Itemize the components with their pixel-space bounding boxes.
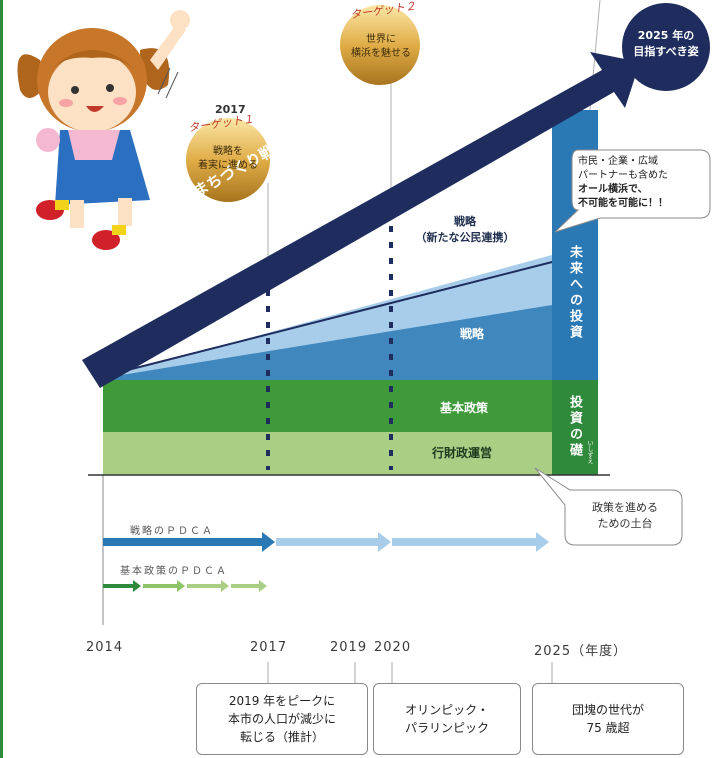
target2-line1: 世界に (366, 34, 396, 45)
callout-foundation-line2: ための土台 (597, 517, 653, 530)
pdca-basic-head-1 (133, 580, 141, 592)
target1-line2: 着実に進める (198, 160, 258, 171)
basic-policy-label: 基本政策 (440, 401, 489, 415)
callout-foundation-text: 政策を進める ための土台 (575, 500, 675, 532)
event-2020-line2: パラリンピック (404, 721, 489, 735)
callout-top-text: 市民・企業・広域 パートナーも含めた オール横浜で、 不可能を可能に！！ (578, 155, 708, 211)
pdca-strategy-head-1 (262, 532, 275, 552)
future-investment-label: 未来への投資 (567, 245, 582, 341)
target1-text: 戦略を 着実に進める (190, 145, 266, 173)
target2-text: 世界に 横浜を魅せる (343, 33, 419, 61)
pdca-basic-arrow-4 (231, 584, 259, 588)
event-2020-line1: オリンピック・ (405, 703, 489, 717)
callout-top-line2: パートナーも含めた (578, 170, 668, 181)
goal-circle (622, 3, 710, 91)
admin-finance-band (103, 432, 598, 475)
year-2014: 2014 (86, 640, 124, 655)
year-2020: 2020 (374, 640, 412, 655)
main-strategy-arrow (82, 52, 640, 388)
pdca-strategy-arrow-1 (103, 538, 263, 546)
left-green-border (0, 0, 3, 758)
girl-illustration (17, 10, 190, 250)
strategy-new-label: 戦略 （新たな公民連携） (410, 214, 520, 246)
basic-policy-band (103, 380, 598, 432)
event-2020-box: オリンピック・ パラリンピック (373, 683, 521, 755)
callout-top-line1: 市民・企業・広域 (578, 156, 658, 167)
pdca-strategy-head-3 (536, 532, 549, 552)
strategy-new-line2: （新たな公民連携） (415, 231, 515, 244)
foundation-ruby: いしずえ (586, 440, 593, 464)
pdca-basic-arrow-3 (187, 584, 221, 588)
goal-line1: 2025 年の (637, 29, 695, 42)
target1-circle (186, 118, 270, 202)
event-2025-line2: 75 歳超 (586, 721, 630, 735)
pdca-basic-head-3 (221, 580, 229, 592)
goal-line2: 目指すべき姿 (633, 45, 699, 58)
callout-foundation-shape (534, 467, 683, 546)
target2-line2: 横浜を魅せる (351, 48, 411, 59)
pdca-strategy-arrow-3 (392, 538, 538, 546)
event-2025-line1: 団塊の世代が (571, 703, 644, 717)
pdca-strategy-arrow-2 (276, 538, 380, 546)
pdca-basic-arrow-2 (143, 584, 177, 588)
strategy-thin-arrow (119, 259, 561, 373)
foundation-vertical-label: 投資の礎 (567, 395, 582, 459)
pdca-basic-label: 基本政策のＰＤＣＡ (120, 566, 228, 577)
admin-finance-label: 行財政運営 (432, 446, 493, 460)
foundation-column (552, 380, 598, 475)
pdca-strategy-head-2 (378, 532, 391, 552)
event-2019-box: 2019 年をピークに 本市の人口が減少に 転じる（推計） (196, 683, 368, 755)
event-2019-line3: 転じる（推計） (239, 730, 324, 744)
callout-top-line3: オール横浜で、 (578, 184, 648, 195)
event-2019-line2: 本市の人口が減少に (227, 712, 336, 726)
strategy-label: 戦略 (460, 327, 485, 341)
year-2017: 2017 (250, 640, 288, 655)
year-2025: 2025（年度） (534, 644, 628, 659)
event-2025-box: 団塊の世代が 75 歳超 (532, 683, 684, 755)
callout-top-shape (554, 149, 711, 233)
callout-foundation-line1: 政策を進める (592, 501, 658, 514)
callout-top-line4: 不可能を可能に！！ (578, 198, 668, 209)
year-2019: 2019 (330, 640, 368, 655)
pdca-basic-head-4 (259, 580, 267, 592)
strategy-new-line1: 戦略 (454, 215, 476, 228)
target1-line1: 戦略を (213, 146, 243, 157)
pdca-strategy-label: 戦略のＰＤＣＡ (130, 526, 214, 537)
target1-year: 2017 (215, 103, 246, 116)
goal-text: 2025 年の 目指すべき姿 (622, 28, 710, 60)
strategy-area (103, 305, 552, 380)
event-2019-line1: 2019 年をピークに (228, 694, 336, 708)
target2-circle (340, 5, 420, 85)
pdca-basic-head-2 (177, 580, 185, 592)
pdca-basic-arrow-1 (103, 584, 133, 588)
